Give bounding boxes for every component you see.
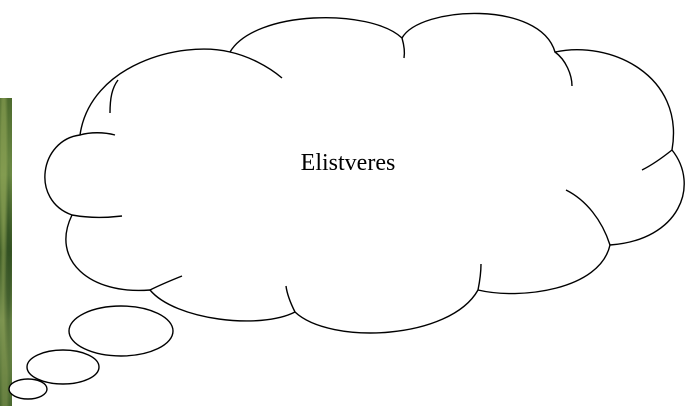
- thought-bubble-medium: [26, 349, 100, 385]
- thought-bubble-large: [68, 305, 174, 357]
- thought-bubble-small: [8, 378, 48, 400]
- cloud-outline: [44, 12, 685, 334]
- foliage-photo: [0, 98, 12, 406]
- cloud-shape: [44, 12, 685, 334]
- callout-text: Elistveres: [301, 150, 396, 176]
